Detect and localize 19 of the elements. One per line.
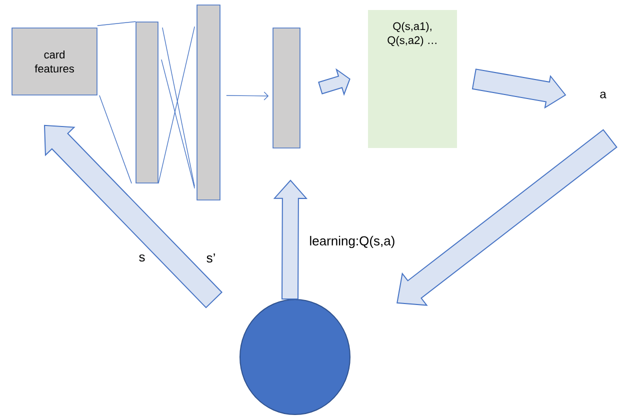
layer-bar [196, 4, 220, 200]
output-box: Q(s,a1), Q(s,a2) … [368, 10, 457, 148]
layer-bar [136, 22, 158, 184]
arrow [226, 92, 269, 100]
connection-line [161, 59, 195, 189]
block-arrow [318, 68, 350, 96]
layer-bar [272, 28, 300, 148]
connection-line [99, 95, 132, 184]
input-box: card features [12, 28, 98, 96]
block-arrow [44, 124, 222, 308]
block-arrow [396, 129, 618, 306]
action-text: a [600, 92, 606, 98]
connection-line [97, 21, 136, 26]
state-label: s’ [206, 253, 215, 263]
edge-label: learning:Q(s,a) [308, 234, 396, 250]
block-arrow [472, 68, 566, 109]
state-label: s [139, 254, 145, 262]
block-arrow [273, 180, 308, 300]
state-circle [240, 299, 350, 415]
